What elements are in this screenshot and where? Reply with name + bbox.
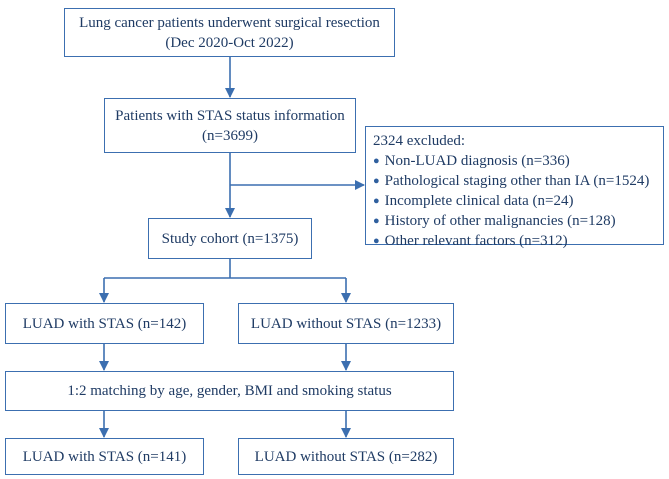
surgical-resection-box: Lung cancer patients underwent surgical … [64,8,395,57]
excluded-title: 2324 excluded: [373,133,466,149]
excluded-item-label: Incomplete clinical data (n=24) [384,193,574,209]
excluded-item: ● Non-LUAD diagnosis (n=336) [373,151,649,171]
bullet-icon: ● [373,215,380,227]
matching-box: 1:2 matching by age, gender, BMI and smo… [5,371,454,411]
excluded-item: ● History of other malignancies (n=128) [373,211,649,231]
with-stas-box-2: LUAD with STAS (n=141) [5,438,204,475]
matching-label: 1:2 matching by age, gender, BMI and smo… [67,383,392,399]
bullet-icon: ● [373,195,380,207]
with-stas-label-2: LUAD with STAS (n=141) [22,448,187,465]
without-stas-label-1: LUAD without STAS (n=1233) [250,315,442,332]
surgical-resection-line2: (Dec 2020-Oct 2022) [165,34,294,51]
bullet-icon: ● [373,175,380,187]
excluded-item-label: Pathological staging other than IA (n=15… [384,173,650,189]
excluded-item: ● Other relevant factors (n=312) [373,231,649,251]
without-stas-box-2: LUAD without STAS (n=282) [238,438,454,475]
bullet-icon: ● [373,235,380,247]
excluded-item-label: History of other malignancies (n=128) [384,213,616,229]
with-stas-box-1: LUAD with STAS (n=142) [5,303,204,344]
study-cohort-label: Study cohort (n=1375) [161,230,299,247]
excluded-box: 2324 excluded: ● Non-LUAD diagnosis (n=33… [365,126,664,249]
excluded-item-label: Non-LUAD diagnosis (n=336) [384,153,570,169]
bullet-icon: ● [373,155,380,167]
study-cohort-box: Study cohort (n=1375) [148,218,312,259]
with-stas-label-1: LUAD with STAS (n=142) [22,315,187,332]
without-stas-label-2: LUAD without STAS (n=282) [254,448,438,465]
excluded-item-label: Other relevant factors (n=312) [384,233,568,249]
stas-info-line1: Patients with STAS status information [115,107,345,124]
excluded-item: ● Incomplete clinical data (n=24) [373,191,649,211]
excluded-list: ● Non-LUAD diagnosis (n=336) ● Pathologica… [373,151,649,251]
surgical-resection-line1: Lung cancer patients underwent surgical … [79,14,380,31]
excluded-item: ● Pathological staging other than IA (n=1… [373,171,649,191]
without-stas-box-1: LUAD without STAS (n=1233) [238,303,454,344]
stas-info-box: Patients with STAS status information (n… [104,98,356,153]
stas-info-line2: (n=3699) [202,127,258,144]
